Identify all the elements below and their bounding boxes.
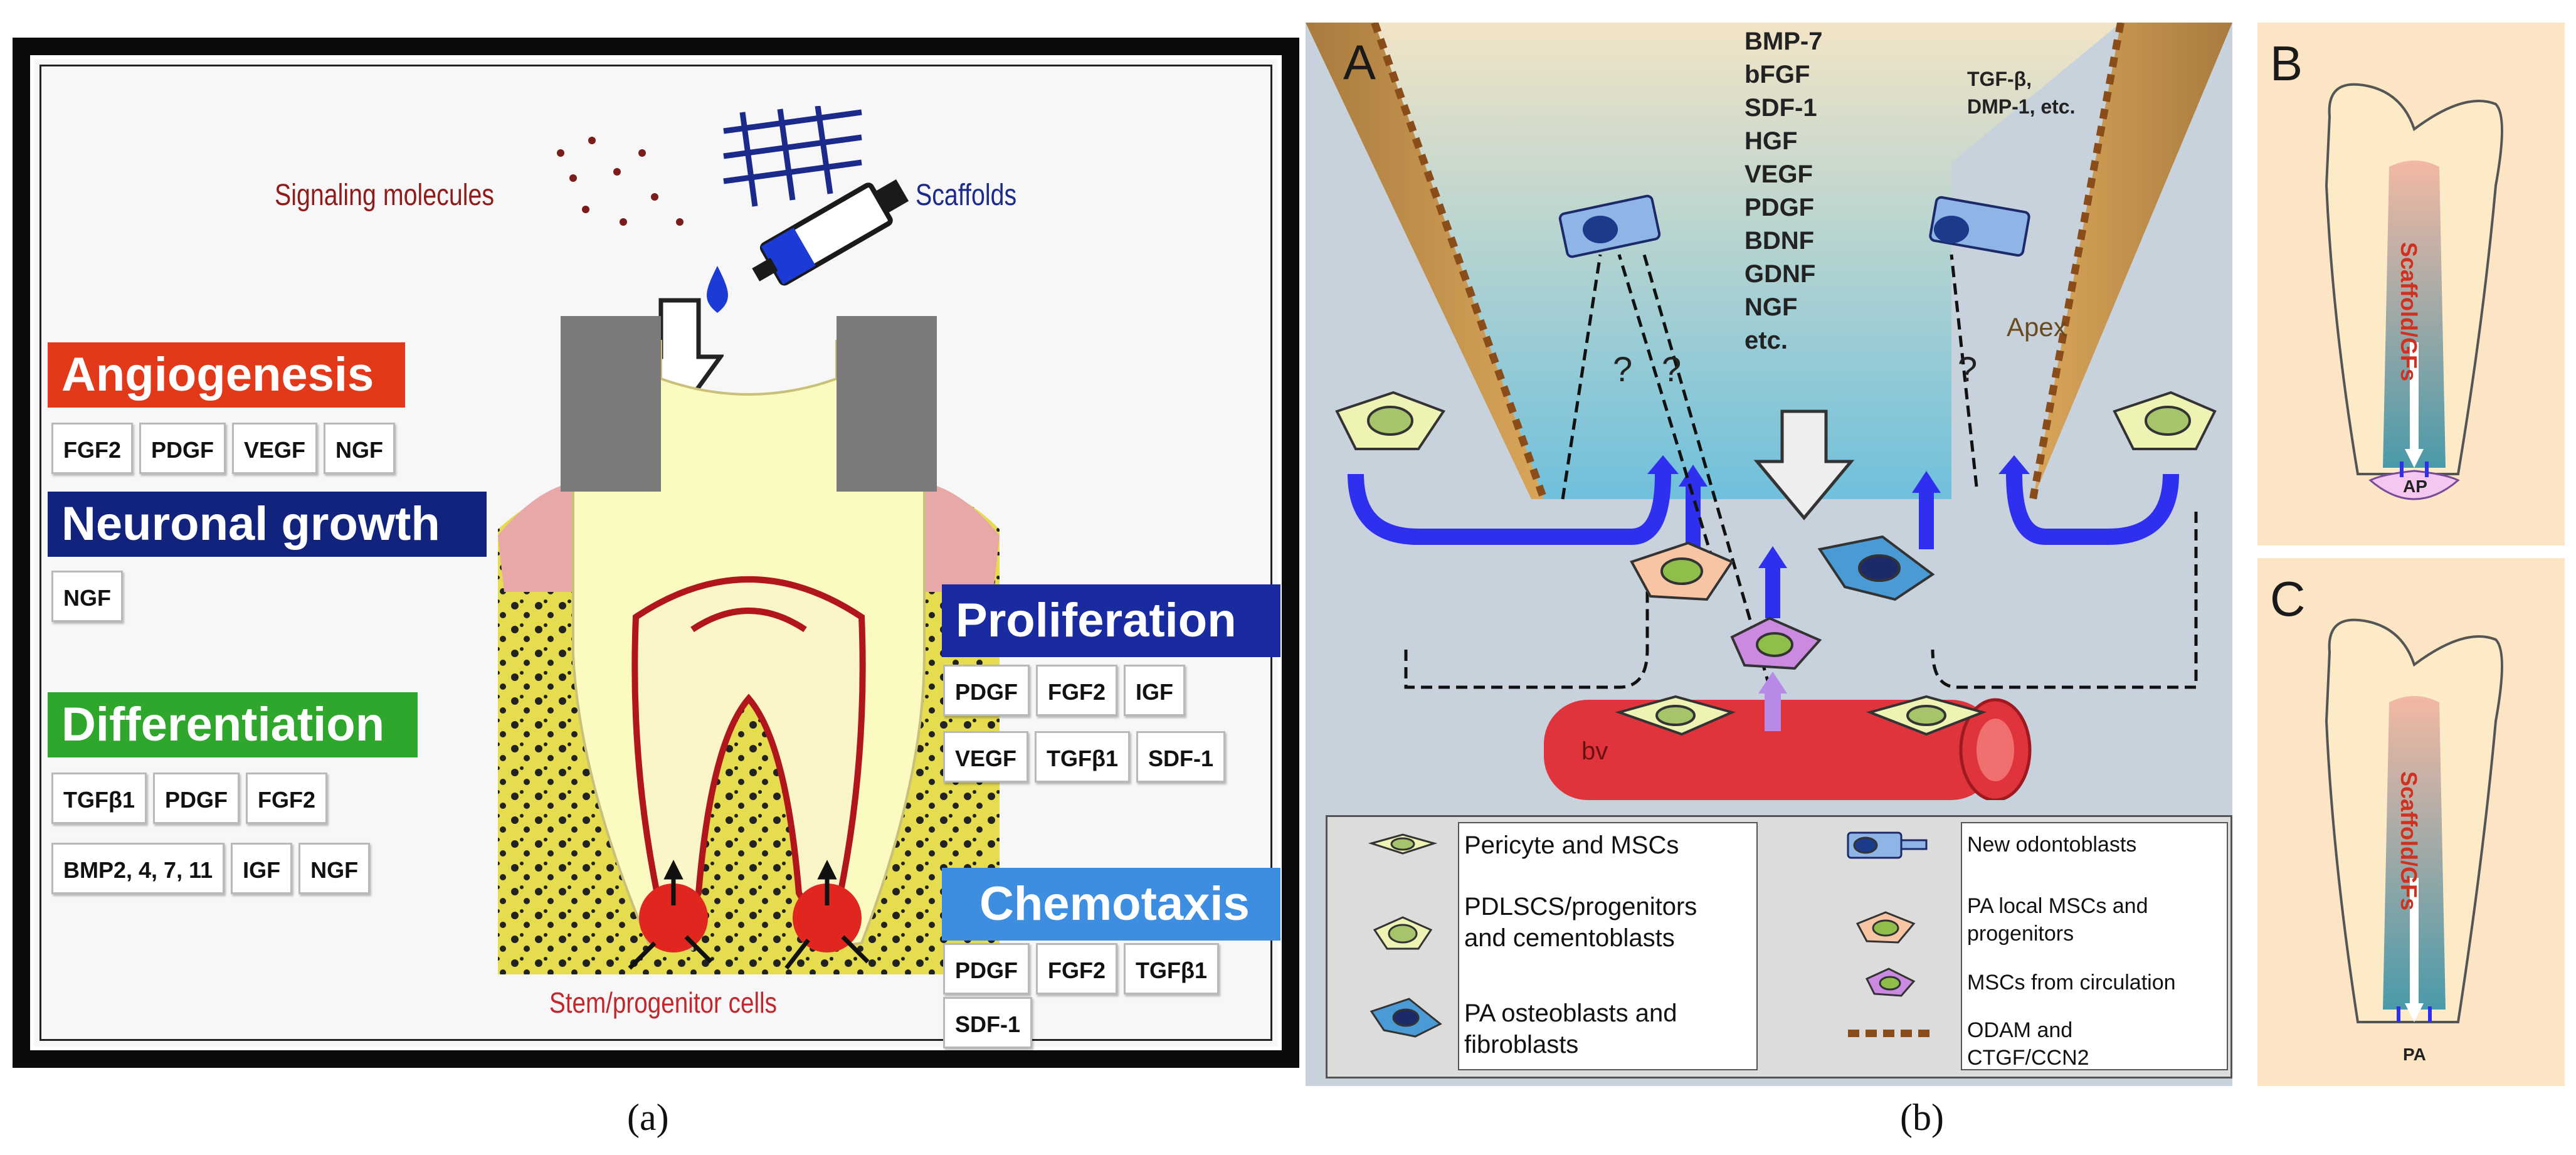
tgf-label: TGF-β, DMP-1, etc. <box>1967 65 2075 120</box>
neuronal-growth-heading: Neuronal growth <box>48 492 487 557</box>
scaffolds-label: Scaffolds <box>916 179 1017 212</box>
gf-item: etc. <box>1745 327 1788 354</box>
tag-pdgf: PDGF <box>943 943 1030 994</box>
syringe-icon <box>752 179 909 286</box>
gf-item: NGF <box>1745 293 1798 321</box>
gf-item: PDGF <box>1745 194 1815 221</box>
tgf-line: DMP-1, etc. <box>1967 95 2076 118</box>
gf-item: bFGF <box>1745 61 1810 88</box>
legend: Pericyte and MSCs PDLSCS/progenitors and… <box>1326 815 2232 1079</box>
panel-b-a-canvas: A BMP-7 bFGF SDF-1 HGF VEGF PDGF BDNF GD… <box>1306 23 2232 1086</box>
legend-line: ODAM and <box>1967 1018 2073 1042</box>
caption-b: (b) <box>1900 1097 1944 1138</box>
tag-ngf: NGF <box>51 571 123 622</box>
tag-igf: IGF <box>231 843 293 894</box>
label-C: C <box>2270 571 2306 626</box>
gf-item: HGF <box>1745 127 1798 155</box>
legend-cell-left <box>1458 822 1758 1070</box>
legend-pericyte: Pericyte and MSCs <box>1464 831 1679 859</box>
panel-b-b: B Scaffold/GFs AP <box>2257 23 2565 546</box>
tag-vegf: VEGF <box>232 423 318 474</box>
panel-b-c: C Scaffold/GFs PA <box>2257 558 2565 1086</box>
tag-sdf1: SDF-1 <box>1136 731 1226 783</box>
legend-line: and cementoblasts <box>1464 924 1675 952</box>
question-mark: ? <box>1958 349 1978 389</box>
legend-pa-local-mscs: PA local MSCs and progenitors <box>1967 892 2148 947</box>
apex-label: Apex <box>2007 312 2067 342</box>
odontoblast-left <box>1558 194 1661 258</box>
signaling-molecules-label: Signaling molecules <box>275 179 495 212</box>
tag-sdf1: SDF-1 <box>943 997 1033 1048</box>
root-drawing-c <box>2325 618 2503 1023</box>
tag-pdgf: PDGF <box>943 665 1030 716</box>
tag-fgf2: FGF2 <box>51 423 134 474</box>
tag-pdgf: PDGF <box>139 423 226 474</box>
odontoblast-right <box>1929 196 2030 257</box>
proliferation-tags-row2: VEGF TGFβ1 SDF-1 <box>943 731 1226 783</box>
growth-factor-list: BMP-7 bFGF SDF-1 HGF VEGF PDGF BDNF GDNF… <box>1745 25 1822 357</box>
signaling-molecules-dots <box>557 137 684 226</box>
gf-item: BMP-7 <box>1745 28 1823 55</box>
tag-fgf2: FGF2 <box>1036 665 1118 716</box>
tag-fgf2: FGF2 <box>246 773 328 824</box>
legend-line: PA osteoblasts and <box>1464 999 1677 1027</box>
ap-label: AP <box>2403 477 2427 496</box>
chemotaxis-heading: Chemotaxis <box>942 868 1280 941</box>
gf-item: VEGF <box>1745 161 1813 188</box>
tag-tgfb1: TGFβ1 <box>1124 943 1220 994</box>
caption-a: (a) <box>627 1097 669 1138</box>
legend-line: CTGF/CCN2 <box>1967 1046 2089 1070</box>
angiogenesis-tags: FGF2 PDGF VEGF NGF <box>51 423 396 474</box>
proliferation-heading: Proliferation <box>942 584 1280 657</box>
legend-line: PA local MSCs and <box>1967 894 2148 918</box>
gf-item: GDNF <box>1745 260 1816 288</box>
drop-icon <box>707 266 728 313</box>
tag-bmp: BMP2, 4, 7, 11 <box>51 843 225 894</box>
legend-mscs-circulation: MSCs from circulation <box>1967 971 2176 994</box>
legend-new-odontoblasts: New odontoblasts <box>1967 833 2137 857</box>
gf-item: SDF-1 <box>1745 94 1817 122</box>
tag-vegf: VEGF <box>943 731 1029 783</box>
stem-progenitor-label: Stem/progenitor cells <box>549 986 777 1019</box>
legend-odam: ODAM and CTGF/CCN2 <box>1967 1016 2089 1072</box>
label-B: B <box>2270 36 2303 91</box>
legend-cell-right <box>1961 822 2228 1070</box>
proliferation-tags-row1: PDGF FGF2 IGF <box>943 665 1186 716</box>
differentiation-heading: Differentiation <box>48 692 418 757</box>
neuronal-tags: NGF <box>51 571 123 622</box>
differentiation-tags-row1: TGFβ1 PDGF FGF2 <box>51 773 328 824</box>
tag-tgfb1: TGFβ1 <box>51 773 147 824</box>
tag-pdgf: PDGF <box>152 773 240 824</box>
tooth-illustration <box>498 316 1000 974</box>
scaffold-gfs-label-c: Scaffold/GFs <box>2396 771 2422 911</box>
tag-fgf2: FGF2 <box>1036 943 1118 994</box>
differentiation-tags-row2: BMP2, 4, 7, 11 IGF NGF <box>51 843 371 894</box>
angiogenesis-heading: Angiogenesis <box>48 342 405 408</box>
legend-line: fibroblasts <box>1464 1031 1579 1058</box>
scaffold-mesh-icon <box>723 106 862 207</box>
root-drawing-b <box>2325 83 2503 500</box>
tgf-line: TGF-β, <box>1967 68 2032 90</box>
scaffold-gfs-label-b: Scaffold/GFs <box>2396 242 2422 382</box>
panel-a-canvas: Signaling molecules Scaffolds <box>30 55 1282 1050</box>
legend-line: PDLSCS/progenitors <box>1464 893 1697 920</box>
chemotaxis-tags-row2: SDF-1 <box>943 997 1033 1048</box>
label-A: A <box>1343 34 1376 90</box>
legend-icons <box>1368 831 1929 1038</box>
chemotaxis-tags-row1: PDGF FGF2 TGFβ1 <box>943 943 1220 994</box>
pa-label: PA <box>2403 1045 2426 1064</box>
legend-line: progenitors <box>1967 922 2074 946</box>
legend-pdlscs: PDLSCS/progenitors and cementoblasts <box>1464 891 1697 954</box>
legend-pa-osteoblasts: PA osteoblasts and fibroblasts <box>1464 998 1677 1060</box>
blood-vessel-label: bv <box>1581 737 1608 765</box>
tag-ngf: NGF <box>298 843 371 894</box>
tag-ngf: NGF <box>324 423 396 474</box>
question-mark: ? <box>1662 349 1682 389</box>
root-apex-drawing <box>1306 23 2232 800</box>
tag-tgfb1: TGFβ1 <box>1035 731 1130 783</box>
gf-item: BDNF <box>1745 227 1815 255</box>
tag-igf: IGF <box>1124 665 1186 716</box>
question-mark: ? <box>1613 349 1633 389</box>
panel-a-frame: Signaling molecules Scaffolds <box>13 38 1299 1068</box>
